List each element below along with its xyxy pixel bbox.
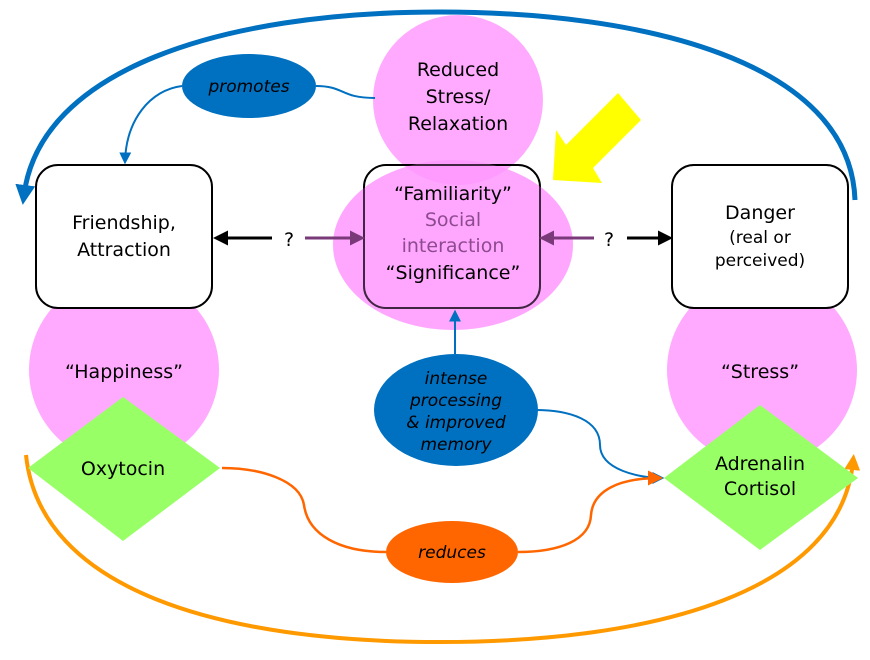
reduced-stress-to-promotes-line (315, 85, 376, 99)
danger-line-1: Danger (725, 202, 795, 224)
reduces-label: reduces (418, 543, 486, 563)
left-question-mark: ? (284, 229, 294, 251)
adrenalin-line-1: Adrenalin (715, 453, 805, 475)
center-significance: “Significance” (386, 262, 521, 284)
social-interaction-ellipse (333, 160, 573, 330)
center-interaction: interaction (402, 235, 505, 257)
stress-circle (667, 275, 857, 465)
reduces-ellipse (386, 521, 518, 583)
danger-line-3: perceived) (715, 251, 805, 271)
adrenalin-line-2: Cortisol (724, 478, 796, 500)
oxytocin-diamond (28, 397, 220, 541)
friendship-box (35, 164, 213, 309)
happiness-label: “Happiness” (65, 361, 183, 383)
intense-line-4: memory (420, 435, 492, 455)
reduces-to-adrenalin-arrow (517, 470, 663, 554)
reduced-stress-circle (373, 15, 543, 185)
stress-label: “Stress” (721, 361, 799, 383)
right-question-mark: ? (604, 229, 614, 251)
oxytocin-label: Oxytocin (81, 458, 165, 480)
intense-line-2: processing (409, 391, 502, 411)
friendship-line-1: Friendship, (72, 212, 176, 234)
adrenalin-diamond (664, 405, 858, 550)
intense-to-adrenalin-arrow (534, 409, 665, 484)
reduced-stress-line-2: Stress/ (426, 86, 491, 108)
reduced-stress-line-3: Relaxation (408, 113, 508, 135)
reduced-stress-line-1: Reduced (417, 59, 499, 81)
friendship-line-2: Attraction (77, 239, 171, 261)
center-familiarity: “Familiarity” (394, 183, 512, 205)
promotes-to-friendship-arrow (119, 85, 183, 165)
happiness-circle (29, 275, 219, 465)
oxytocin-to-reduces-line (221, 466, 387, 554)
yellow-highlight-arrow (553, 93, 641, 183)
promotes-ellipse (182, 54, 316, 118)
promotes-label: promotes (207, 77, 289, 97)
intense-line-3: & improved (406, 413, 506, 433)
center-tint (333, 160, 573, 330)
outer-blue-arrow (15, 9, 858, 205)
center-social: Social (425, 209, 481, 231)
intense-line-1: intense (425, 369, 488, 389)
danger-line-2: (real or (729, 228, 791, 248)
intense-processing-ellipse (374, 354, 538, 466)
outer-orange-arrow (24, 454, 861, 645)
